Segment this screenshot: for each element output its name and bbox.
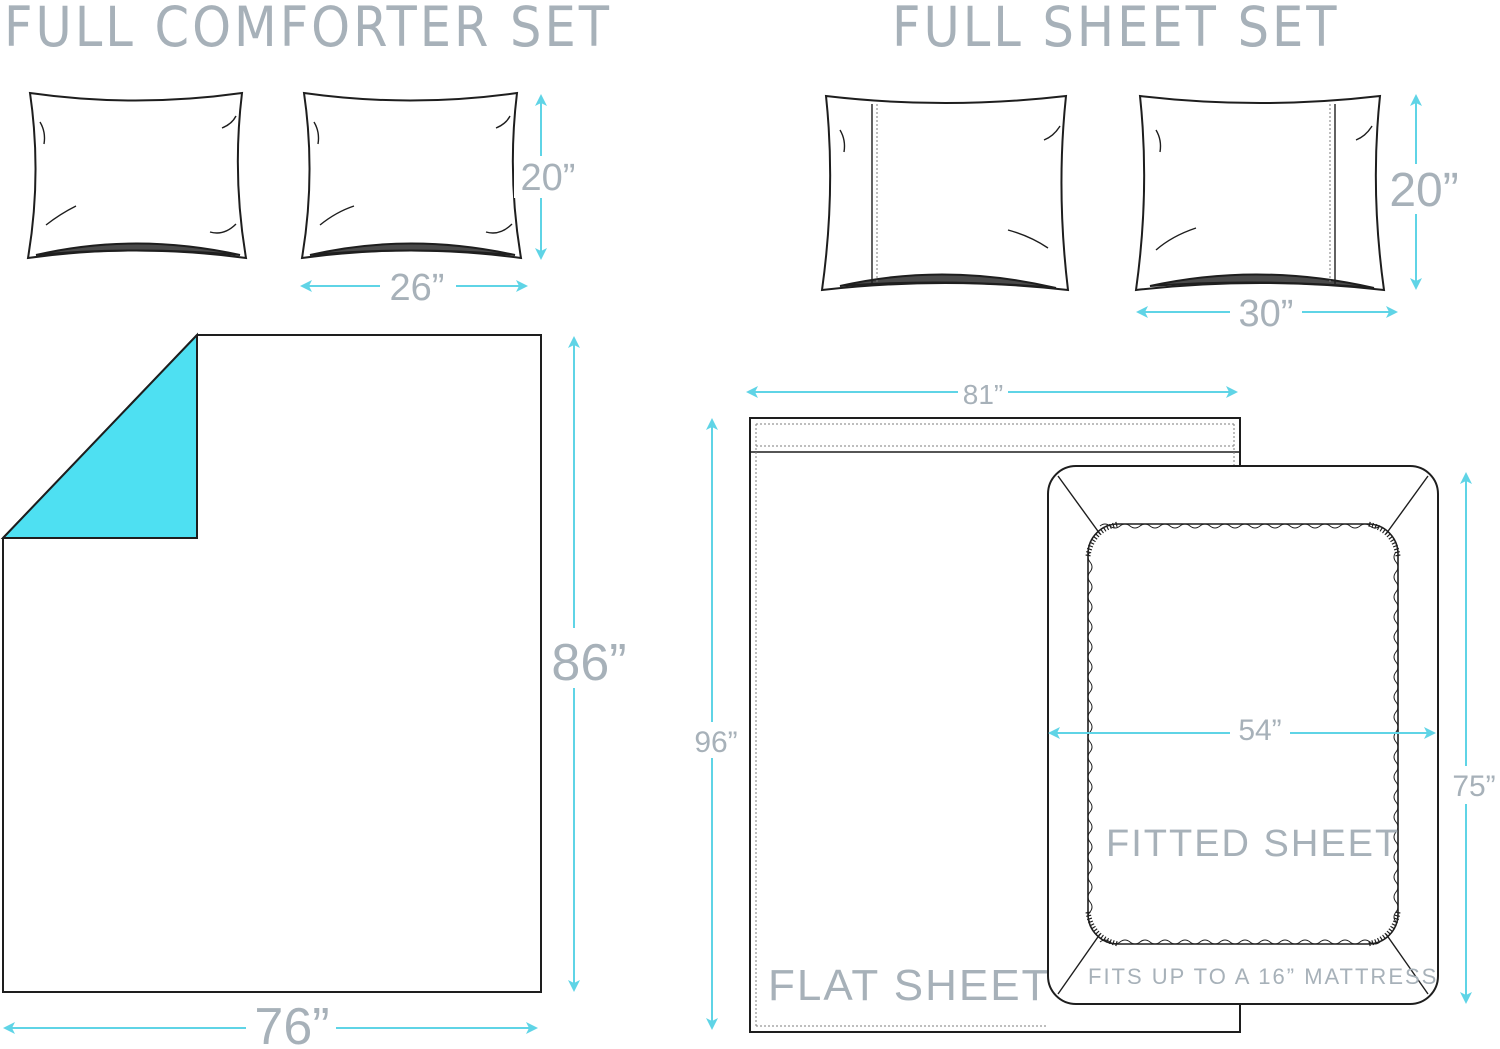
comforter-icon <box>0 332 542 993</box>
sheet-pillow-right <box>1134 94 1386 292</box>
mattress-depth-note: FITS UP TO A 16” MATTRESS <box>1088 964 1438 989</box>
comforter-width-label: 76” <box>254 998 329 1049</box>
sheet-pillow-left <box>820 94 1070 292</box>
fitted-sheet-width-label: 54” <box>1238 714 1281 747</box>
comforter-set-title: FULL COMFORTER SET <box>4 0 612 59</box>
sheet-set-title: FULL SHEET SET <box>892 0 1340 59</box>
comforter-height-label: 86” <box>551 634 626 692</box>
sheet-pillow-height-label: 20” <box>1389 164 1458 217</box>
fitted-sheet-height-label: 75” <box>1452 770 1495 803</box>
comforter-pillow-left <box>26 91 248 260</box>
flat-sheet-height-label: 96” <box>694 726 737 759</box>
flat-sheet-label: FLAT SHEET <box>768 961 1050 1010</box>
sheet-pillow-width-label: 30” <box>1239 293 1294 335</box>
comforter-pillow-right <box>300 91 523 260</box>
fitted-sheet-label: FITTED SHEET <box>1106 823 1400 865</box>
flat-sheet-width-label: 81” <box>963 379 1003 410</box>
comforter-pillow-width-label: 26” <box>390 267 445 309</box>
comforter-pillow-height-label: 20” <box>521 157 576 199</box>
